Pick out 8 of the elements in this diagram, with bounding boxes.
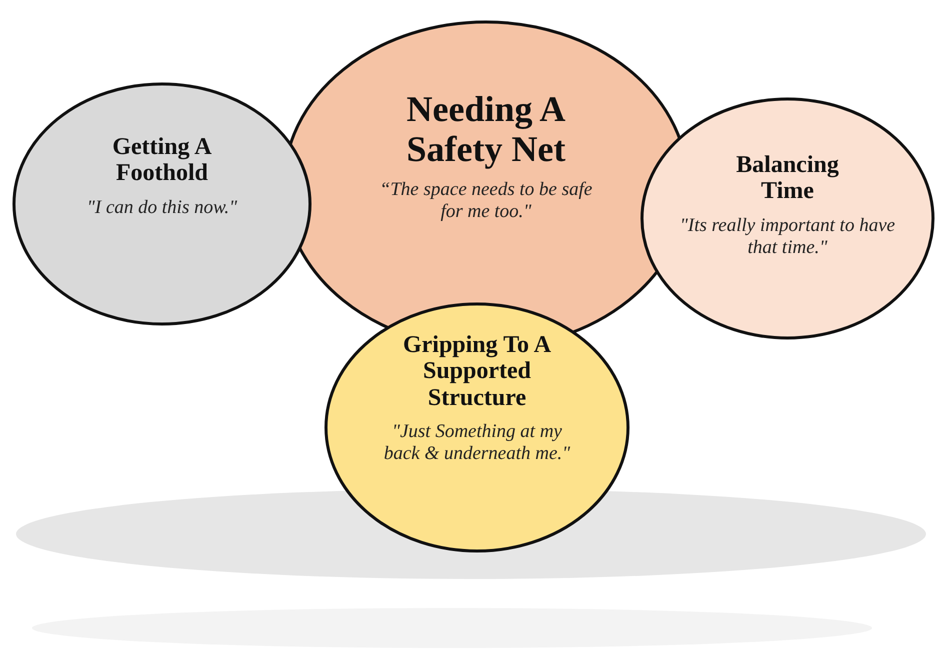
bubble-title: Needing A Safety Net (405, 90, 566, 170)
quote-text: "Its really important to have that time." (678, 214, 896, 258)
quote-text: "Just Something at my back & underneath me." (382, 421, 572, 465)
quote-text: “The space needs to be safe for me too." (378, 179, 594, 223)
bubble-title: Balancing Time (735, 152, 840, 205)
bubble-title: Getting A Foothold (111, 134, 213, 187)
quote-text: "I can do this now." (86, 196, 238, 219)
bubble-title: Gripping To A Supported Structure (402, 332, 552, 412)
